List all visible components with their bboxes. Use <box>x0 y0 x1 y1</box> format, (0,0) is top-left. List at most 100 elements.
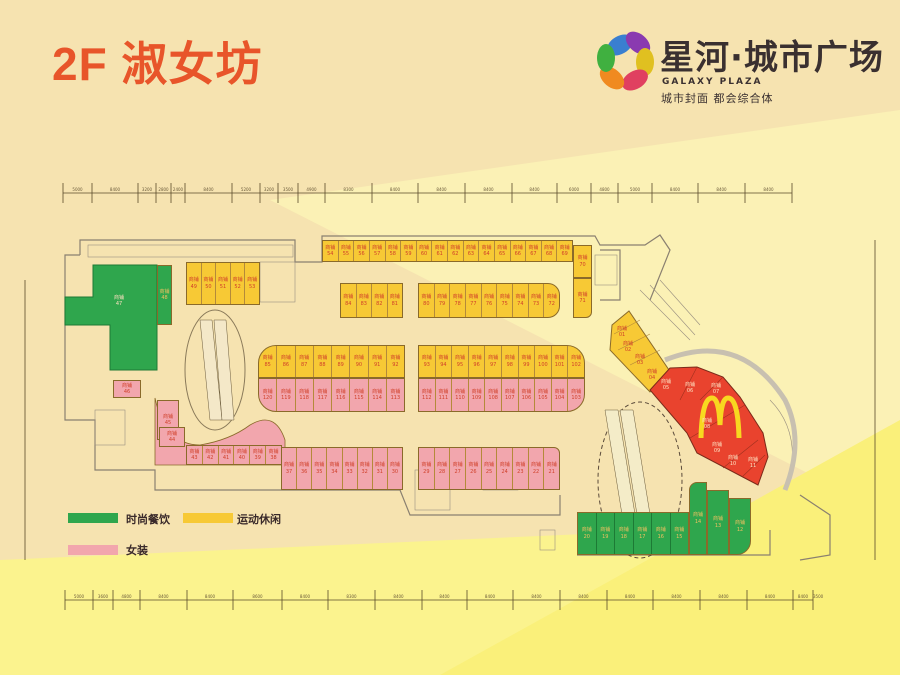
shop-unit[interactable]: 商铺94 <box>436 346 453 377</box>
shop-unit[interactable]: 商铺64 <box>479 241 495 261</box>
shop-unit[interactable]: 商铺46 <box>114 381 140 397</box>
shop-unit[interactable]: 商铺107 <box>502 379 519 411</box>
shop-unit[interactable]: 商铺112 <box>419 379 436 411</box>
shop-unit[interactable]: 商铺79 <box>435 284 451 317</box>
shop-unit[interactable]: 商铺73 <box>529 284 545 317</box>
shop-unit[interactable]: 商铺49 <box>187 263 202 304</box>
shop-unit[interactable]: 商铺81 <box>388 284 403 317</box>
shop-unit[interactable]: 商铺65 <box>495 241 511 261</box>
shop-unit[interactable]: 商铺28 <box>435 448 451 489</box>
shop-unit[interactable]: 商铺66 <box>511 241 527 261</box>
shop-unit[interactable]: 商铺85 <box>259 346 278 377</box>
shop-unit[interactable]: 商铺83 <box>357 284 372 317</box>
shop-unit[interactable]: 商铺72 <box>544 284 559 317</box>
shop-unit[interactable]: 商铺13 <box>708 491 728 554</box>
shop-unit[interactable]: 商铺110 <box>452 379 469 411</box>
shop-unit[interactable]: 商铺58 <box>386 241 402 261</box>
shop-unit[interactable]: 商铺68 <box>542 241 558 261</box>
shop-unit[interactable]: 商铺92 <box>387 346 404 377</box>
shop-unit[interactable]: 商铺116 <box>332 379 351 411</box>
shop-unit[interactable]: 商铺25 <box>482 448 498 489</box>
shop-unit[interactable]: 商铺80 <box>419 284 435 317</box>
shop-unit[interactable]: 商铺113 <box>387 379 404 411</box>
shop-unit[interactable]: 商铺19 <box>597 513 615 554</box>
shop-unit[interactable]: 商铺102 <box>568 346 584 377</box>
shop-unit[interactable]: 商铺56 <box>354 241 370 261</box>
shop-unit[interactable]: 商铺60 <box>417 241 433 261</box>
shop-unit[interactable]: 商铺52 <box>231 263 246 304</box>
shop-unit[interactable]: 商铺26 <box>466 448 482 489</box>
shop-unit[interactable]: 商铺35 <box>312 448 328 489</box>
shop-unit[interactable]: 商铺48 <box>158 266 171 324</box>
shop-unit[interactable]: 商铺54 <box>323 241 339 261</box>
shop-unit[interactable]: 商铺38 <box>266 446 281 464</box>
shop-unit[interactable]: 商铺90 <box>350 346 369 377</box>
shop-unit[interactable]: 商铺04 <box>642 369 662 382</box>
shop-unit[interactable]: 商铺22 <box>529 448 545 489</box>
shop-unit[interactable]: 商铺50 <box>202 263 217 304</box>
shop-unit[interactable]: 商铺97 <box>485 346 502 377</box>
shop-unit[interactable]: 商铺100 <box>535 346 552 377</box>
shop-unit[interactable]: 商铺05 <box>656 379 676 392</box>
shop-unit[interactable]: 商铺108 <box>485 379 502 411</box>
shop-unit[interactable]: 商铺33 <box>343 448 358 489</box>
shop-unit[interactable]: 商铺86 <box>277 346 296 377</box>
shop-unit[interactable]: 商铺76 <box>482 284 498 317</box>
shop-unit[interactable]: 商铺01 <box>612 326 632 339</box>
shop-unit[interactable]: 商铺41 <box>219 446 235 464</box>
shop-unit[interactable]: 商铺08 <box>697 418 717 431</box>
shop-unit[interactable]: 商铺120 <box>259 379 278 411</box>
shop-unit[interactable]: 商铺62 <box>448 241 464 261</box>
shop-unit[interactable]: 商铺36 <box>297 448 313 489</box>
shop-unit[interactable]: 商铺42 <box>203 446 219 464</box>
shop-unit[interactable]: 商铺44 <box>160 428 184 446</box>
shop-unit[interactable]: 商铺27 <box>450 448 467 489</box>
shop-unit[interactable]: 商铺67 <box>526 241 542 261</box>
shop-unit[interactable]: 商铺114 <box>369 379 387 411</box>
shop-unit[interactable]: 商铺111 <box>436 379 453 411</box>
shop-unit[interactable]: 商铺39 <box>250 446 267 464</box>
shop-unit[interactable]: 商铺43 <box>187 446 203 464</box>
shop-unit[interactable]: 商铺47 <box>109 295 129 308</box>
shop-unit[interactable]: 商铺02 <box>618 341 638 354</box>
shop-unit[interactable]: 商铺74 <box>513 284 529 317</box>
shop-unit[interactable]: 商铺89 <box>332 346 351 377</box>
shop-unit[interactable]: 商铺118 <box>296 379 314 411</box>
shop-unit[interactable]: 商铺06 <box>680 382 700 395</box>
shop-unit[interactable]: 商铺18 <box>615 513 634 554</box>
shop-unit[interactable]: 商铺106 <box>519 379 536 411</box>
shop-unit[interactable]: 商铺63 <box>464 241 480 261</box>
shop-unit[interactable]: 商铺10 <box>723 455 743 468</box>
shop-unit[interactable]: 商铺17 <box>634 513 652 554</box>
shop-unit[interactable]: 商铺20 <box>578 513 597 554</box>
shop-unit[interactable]: 商铺104 <box>552 379 569 411</box>
shop-unit[interactable]: 商铺82 <box>372 284 388 317</box>
shop-unit[interactable]: 商铺115 <box>350 379 369 411</box>
shop-unit[interactable]: 商铺119 <box>277 379 296 411</box>
shop-unit[interactable]: 商铺55 <box>339 241 355 261</box>
shop-unit[interactable]: 商铺14 <box>690 483 706 554</box>
shop-unit[interactable]: 商铺03 <box>630 354 650 367</box>
shop-unit[interactable]: 商铺29 <box>419 448 435 489</box>
shop-unit[interactable]: 商铺75 <box>497 284 514 317</box>
shop-unit[interactable]: 商铺21 <box>544 448 559 489</box>
shop-unit[interactable]: 商铺57 <box>370 241 386 261</box>
shop-unit[interactable]: 商铺30 <box>388 448 402 489</box>
shop-unit[interactable]: 商铺77 <box>466 284 482 317</box>
shop-unit[interactable]: 商铺95 <box>452 346 469 377</box>
shop-unit[interactable]: 商铺09 <box>707 442 727 455</box>
shop-unit[interactable]: 商铺105 <box>535 379 552 411</box>
shop-unit[interactable]: 商铺96 <box>469 346 486 377</box>
shop-unit[interactable]: 商铺24 <box>497 448 514 489</box>
shop-unit[interactable]: 商铺88 <box>314 346 332 377</box>
shop-unit[interactable]: 商铺45 <box>158 401 178 439</box>
shop-unit[interactable]: 商铺59 <box>401 241 417 261</box>
shop-unit[interactable]: 商铺109 <box>469 379 486 411</box>
shop-unit[interactable]: 商铺69 <box>557 241 572 261</box>
shop-unit[interactable]: 商铺71 <box>574 279 591 317</box>
shop-unit[interactable]: 商铺103 <box>568 379 584 411</box>
shop-unit[interactable]: 商铺34 <box>327 448 343 489</box>
shop-unit[interactable]: 商铺40 <box>234 446 251 464</box>
shop-unit[interactable]: 商铺99 <box>519 346 536 377</box>
shop-unit[interactable]: 商铺12 <box>730 499 750 554</box>
